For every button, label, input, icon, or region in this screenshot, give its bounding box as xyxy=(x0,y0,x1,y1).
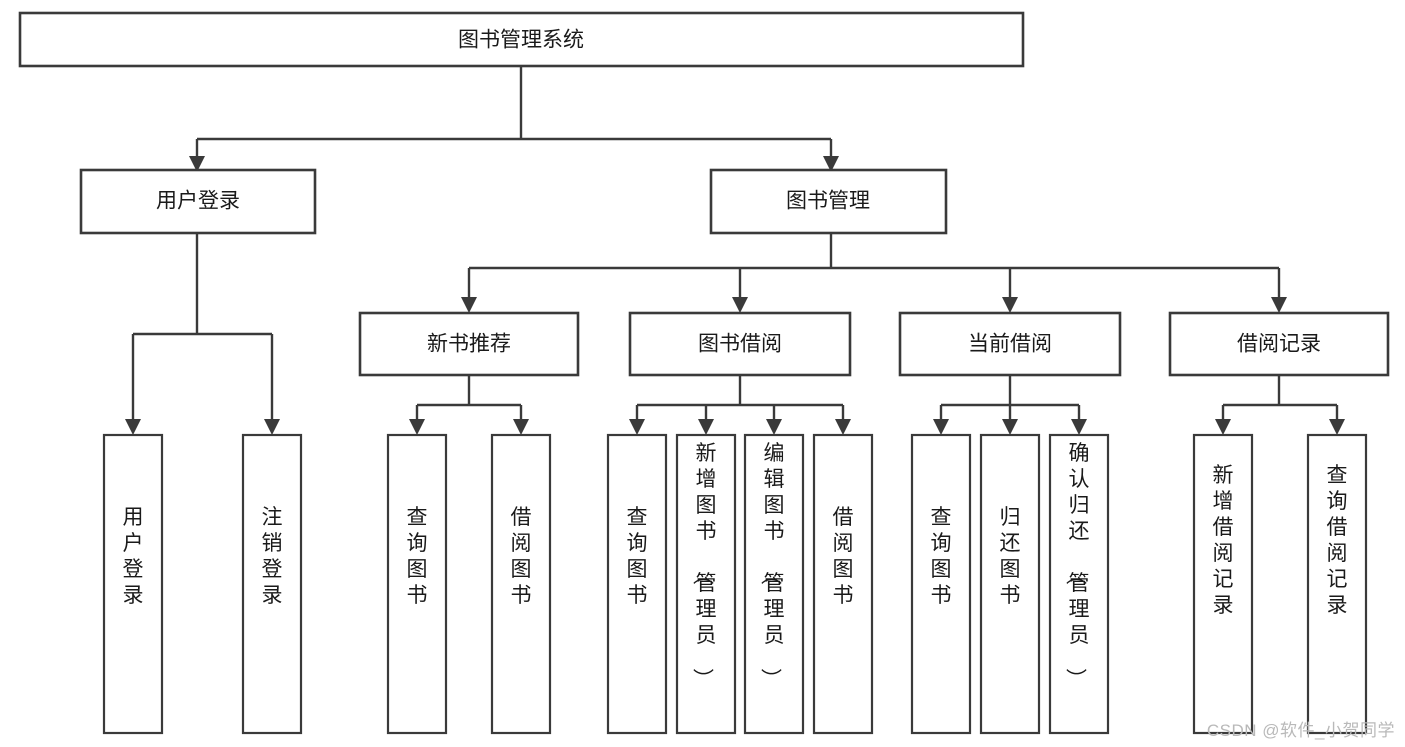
leaf-borrow-book-recommend[interactable]: 借阅图书 xyxy=(490,433,552,735)
node-current-borrow[interactable]: 当前借阅 xyxy=(898,311,1122,377)
node-book-management[interactable]: 图书管理 xyxy=(709,168,948,235)
new-book-recommend-rect[interactable] xyxy=(358,311,580,377)
leaf-return-book-label: 归还图书 xyxy=(1000,506,1021,607)
leaf-logout-login-rect[interactable] xyxy=(241,433,303,735)
leaf-logout-login-label: 注销登录 xyxy=(262,506,283,607)
arrow-to-leaf-add-book xyxy=(698,419,714,435)
arrow-to-leaf-borrow-book-1 xyxy=(513,419,529,435)
node-user-login[interactable]: 用户登录 xyxy=(79,168,317,235)
leaf-query-book-borrow[interactable]: 查询图书 xyxy=(606,433,668,735)
leaf-return-book[interactable]: 归还图书 xyxy=(979,433,1041,735)
arrow-to-leaf-return-book xyxy=(1002,419,1018,435)
arrow-to-leaf-borrow-book-2 xyxy=(835,419,851,435)
book-management-rect[interactable] xyxy=(709,168,948,235)
leaf-user-login-rect[interactable] xyxy=(102,433,164,735)
leaf-borrow-book-recommend-label: 借阅图书 xyxy=(511,506,532,607)
leaf-add-borrow-record[interactable]: 新增借阅记录 xyxy=(1192,433,1254,735)
new-book-recommend-label: 新书推荐 xyxy=(427,333,511,356)
leaf-edit-book-admin-label: 编辑图书（管理员） xyxy=(759,442,785,689)
leaf-edit-book-admin-rect[interactable] xyxy=(743,433,805,735)
book-borrow-label: 图书借阅 xyxy=(698,333,782,356)
leaf-edit-book-admin[interactable]: 编辑图书（管理员） xyxy=(743,433,805,735)
arrow-to-book-borrow xyxy=(732,297,748,313)
book-management-label: 图书管理 xyxy=(786,190,870,213)
node-borrow-record[interactable]: 借阅记录 xyxy=(1168,311,1390,377)
arrow-to-book-management xyxy=(823,156,839,172)
arrow-to-leaf-edit-book xyxy=(766,419,782,435)
root-node-label: 图书管理系统 xyxy=(458,29,584,52)
arrow-to-leaf-query-record xyxy=(1329,419,1345,435)
leaf-query-borrow-record-rect[interactable] xyxy=(1306,433,1368,735)
leaf-user-login[interactable]: 用户登录 xyxy=(102,433,164,735)
arrow-to-leaf-confirm-return xyxy=(1071,419,1087,435)
leaf-confirm-return-admin[interactable]: 确认归还（管理员） xyxy=(1048,433,1110,735)
leaf-query-book-borrow-label: 查询图书 xyxy=(627,506,648,607)
arrow-to-user-login xyxy=(189,156,205,172)
current-borrow-label: 当前借阅 xyxy=(968,333,1052,356)
borrow-record-label: 借阅记录 xyxy=(1237,333,1321,356)
root-node-rect[interactable] xyxy=(18,11,1025,68)
arrow-to-leaf-query-book-3 xyxy=(933,419,949,435)
leaf-query-book-current-rect[interactable] xyxy=(910,433,972,735)
leaf-confirm-return-admin-label: 确认归还（管理员） xyxy=(1064,442,1090,689)
arrow-to-leaf-user-login xyxy=(125,419,141,435)
leaf-confirm-return-admin-rect[interactable] xyxy=(1048,433,1110,735)
node-root-book-management-system[interactable]: 图书管理系统 xyxy=(18,11,1025,68)
leaf-add-book-admin-rect[interactable] xyxy=(675,433,737,735)
node-book-borrow[interactable]: 图书借阅 xyxy=(628,311,852,377)
leaf-query-book-recommend-label: 查询图书 xyxy=(407,506,428,607)
user-login-rect[interactable] xyxy=(79,168,317,235)
leaf-add-borrow-record-rect[interactable] xyxy=(1192,433,1254,735)
leaf-add-book-admin[interactable]: 新增图书（管理员） xyxy=(675,433,737,735)
csdn-watermark: CSDN @软件_小贺同学 xyxy=(1206,721,1395,740)
leaf-query-book-recommend[interactable]: 查询图书 xyxy=(386,433,448,735)
leaf-query-book-recommend-rect[interactable] xyxy=(386,433,448,735)
arrow-to-new-book-recommend xyxy=(461,297,477,313)
leaf-return-book-rect[interactable] xyxy=(979,433,1041,735)
arrow-to-leaf-add-record xyxy=(1215,419,1231,435)
current-borrow-rect[interactable] xyxy=(898,311,1122,377)
leaf-query-book-current-label: 查询图书 xyxy=(931,506,952,607)
leaf-borrow-book-recommend-rect[interactable] xyxy=(490,433,552,735)
leaf-query-borrow-record[interactable]: 查询借阅记录 xyxy=(1306,433,1368,735)
arrow-to-leaf-query-book-2 xyxy=(629,419,645,435)
connectors-layer xyxy=(125,66,1345,435)
user-login-label: 用户登录 xyxy=(156,190,240,213)
node-new-book-recommend[interactable]: 新书推荐 xyxy=(358,311,580,377)
leaf-query-borrow-record-label: 查询借阅记录 xyxy=(1327,464,1348,617)
leaf-query-book-borrow-rect[interactable] xyxy=(606,433,668,735)
arrow-to-current-borrow xyxy=(1002,297,1018,313)
leaf-borrow-book-borrow[interactable]: 借阅图书 xyxy=(812,433,874,735)
leaf-logout-login[interactable]: 注销登录 xyxy=(241,433,303,735)
arrow-to-borrow-record xyxy=(1271,297,1287,313)
arrow-to-leaf-query-book-1 xyxy=(409,419,425,435)
leaf-borrow-book-borrow-label: 借阅图书 xyxy=(833,506,854,607)
leaf-borrow-book-borrow-rect[interactable] xyxy=(812,433,874,735)
leaf-user-login-label: 用户登录 xyxy=(123,506,144,607)
borrow-record-rect[interactable] xyxy=(1168,311,1390,377)
book-borrow-rect[interactable] xyxy=(628,311,852,377)
leaf-add-book-admin-label: 新增图书（管理员） xyxy=(691,442,717,689)
leaf-query-book-current[interactable]: 查询图书 xyxy=(910,433,972,735)
arrow-to-leaf-logout xyxy=(264,419,280,435)
leaf-add-borrow-record-label: 新增借阅记录 xyxy=(1213,464,1234,617)
